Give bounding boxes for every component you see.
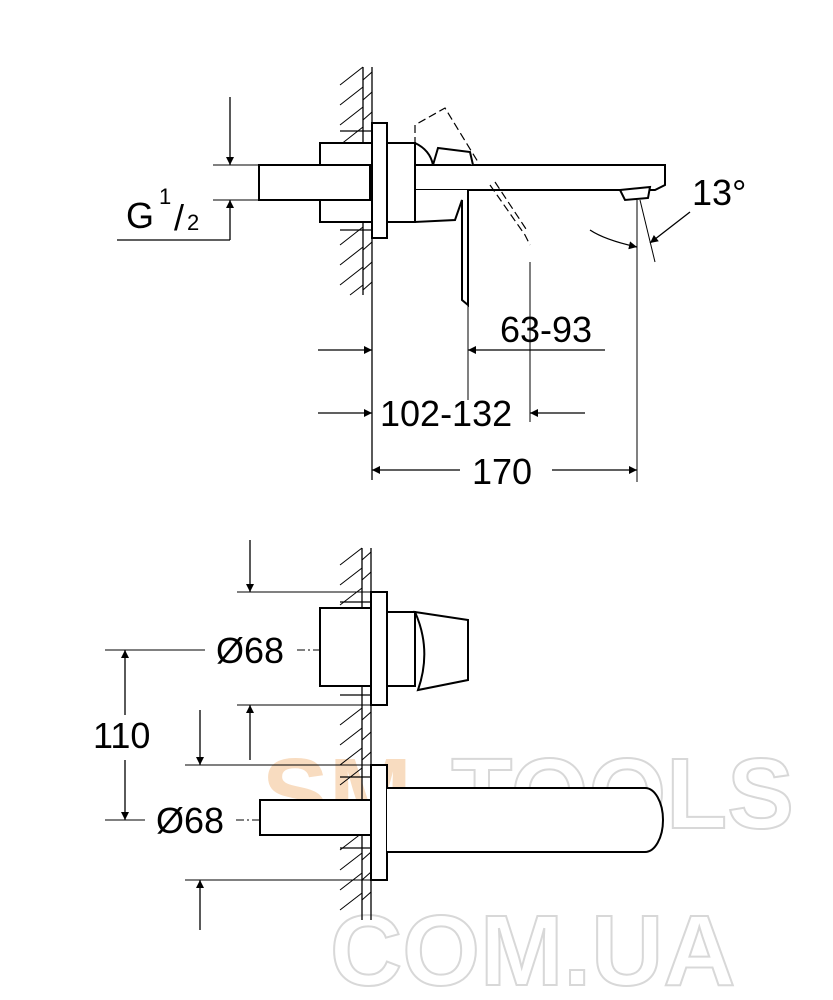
angle-text: 13° bbox=[692, 172, 746, 213]
angle-dimension: 13° bbox=[589, 172, 746, 263]
lever-open-outline bbox=[414, 107, 479, 163]
thread-fraction-den: 2 bbox=[187, 210, 199, 235]
diameter-lower-text: Ø68 bbox=[156, 800, 224, 841]
spacing-dimension: 110 bbox=[93, 649, 205, 821]
side-view: G 1 / 2 63-93 102-132 170 bbox=[117, 66, 746, 492]
lever-swing-path bbox=[489, 184, 531, 246]
mounting-body-front bbox=[319, 607, 372, 687]
wall-section-front bbox=[339, 547, 372, 920]
lower-diameter-dimension: Ø68 bbox=[156, 710, 371, 930]
watermark-domain: COM.UA bbox=[330, 895, 736, 1000]
dim-projection-text: 102-132 bbox=[380, 393, 512, 434]
thread-fraction-slash: / bbox=[174, 197, 184, 238]
total-dimension: 170 bbox=[372, 200, 638, 492]
spout-flange bbox=[370, 764, 388, 881]
front-view: Ø68 110 Ø68 bbox=[93, 540, 664, 930]
lever-swing-path-2 bbox=[494, 181, 529, 233]
dim-lever-text: 63-93 bbox=[500, 309, 592, 350]
aerator bbox=[618, 185, 652, 202]
lever-dimension: 63-93 bbox=[318, 290, 605, 400]
wall-section bbox=[339, 66, 373, 480]
thread-dimension: G 1 / 2 bbox=[117, 97, 259, 241]
valve-flange bbox=[370, 591, 388, 706]
dim-spacing-text: 110 bbox=[93, 715, 150, 756]
supply-pipe-front-view bbox=[259, 799, 372, 836]
spout-front bbox=[387, 787, 664, 853]
dim-total-text: 170 bbox=[472, 451, 532, 492]
thread-fraction-num: 1 bbox=[159, 184, 171, 209]
supply-pipe bbox=[258, 164, 371, 201]
valve-knob bbox=[386, 611, 416, 687]
thread-label: G bbox=[126, 195, 154, 236]
diameter-upper-text: Ø68 bbox=[216, 630, 284, 671]
lever-front bbox=[413, 610, 469, 692]
upper-diameter-dimension: Ø68 bbox=[216, 540, 371, 760]
wall-flange bbox=[371, 122, 388, 239]
lever-handle bbox=[414, 190, 469, 308]
projection-dimension: 102-132 bbox=[318, 262, 585, 434]
spout bbox=[414, 164, 666, 191]
lever-top bbox=[414, 142, 474, 166]
valve-body bbox=[386, 142, 416, 223]
